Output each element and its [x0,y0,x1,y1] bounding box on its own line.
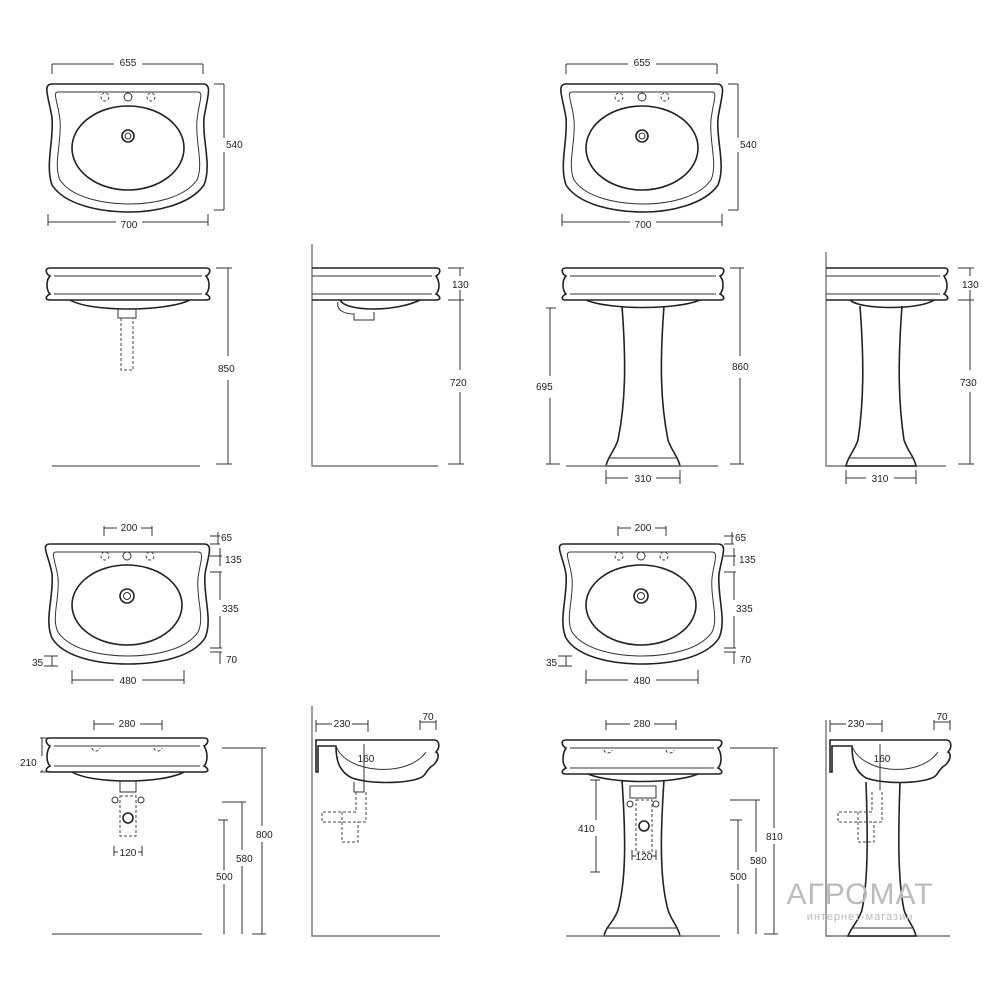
dim-730: 730 [960,378,977,389]
plan-view-mid-right: 200 65 135 335 70 35 480 [546,523,756,687]
watermark-logo: АГРОМАТ интернет-магазин [787,878,934,923]
dim-720: 720 [450,378,467,389]
dim-480-b: 480 [634,676,651,687]
dim-130-a: 130 [452,280,469,291]
plan-view-top-right: 655 700 540 [560,58,757,231]
dim-130-b: 130 [962,280,979,291]
dim-230-a: 230 [334,719,351,730]
dim-580-a: 580 [236,854,253,865]
bottom-pedestal-side-elevation: 230 70 160 [825,712,952,937]
dim-500-b: 500 [730,872,747,883]
dim-280-a: 280 [119,719,136,730]
dim-120-a: 120 [120,848,137,859]
dim-695: 695 [536,382,553,393]
dim-810: 810 [766,832,783,843]
wall-side-elevation: 130 720 [311,244,469,467]
dim-280-b: 280 [634,719,651,730]
dim-310-a: 310 [635,474,652,485]
dim-335-a: 335 [222,604,239,615]
dim-335-b: 335 [736,604,753,615]
dim-700-a: 700 [121,220,138,231]
bottom-pedestal-front-elevation: 280 410 120 810 580 500 [561,719,783,937]
dim-200-b: 200 [635,523,652,534]
dim-65-b: 65 [735,533,747,544]
dim-120-b: 120 [636,852,653,863]
dim-70-d: 70 [936,712,948,723]
dim-655-b: 655 [634,58,651,69]
plan-view-mid-left: 200 65 135 335 70 35 480 [32,523,242,687]
dim-70-c: 70 [422,712,434,723]
dim-310-b: 310 [872,474,889,485]
dim-70-b: 70 [740,655,752,666]
dim-210: 210 [20,758,37,769]
dim-35-a: 35 [32,658,44,669]
dim-65-a: 65 [221,533,233,544]
dim-160-a: 160 [358,754,375,765]
dim-540-a: 540 [226,140,243,151]
dim-160-b: 160 [874,754,891,765]
dim-410: 410 [578,824,595,835]
dim-860: 860 [732,362,749,373]
dim-700-b: 700 [635,220,652,231]
dim-480-a: 480 [120,676,137,687]
bottom-wall-front-elevation: 280 210 120 800 580 500 [20,719,273,935]
plan-view-top-left: 655 700 540 [46,58,243,231]
dim-580-b: 580 [750,856,767,867]
dim-70-a: 70 [226,655,238,666]
dim-500-a: 500 [216,872,233,883]
bottom-wall-side-elevation: 230 70 160 [311,706,440,937]
watermark-tagline: интернет-магазин [807,911,914,923]
dim-655-a: 655 [120,58,137,69]
pedestal-front-elevation: 695 860 310 [536,267,749,485]
dim-135-b: 135 [739,555,756,566]
watermark-brand: АГРОМАТ [787,878,934,911]
dim-800-a: 800 [256,830,273,841]
pedestal-side-elevation: 130 730 310 [825,252,979,485]
dim-230-b: 230 [848,719,865,730]
dim-200-a: 200 [121,523,138,534]
dim-35-b: 35 [546,658,558,669]
wall-front-elevation: 850 [45,267,235,467]
dim-850: 850 [218,364,235,375]
dim-540-b: 540 [740,140,757,151]
dim-135-a: 135 [225,555,242,566]
